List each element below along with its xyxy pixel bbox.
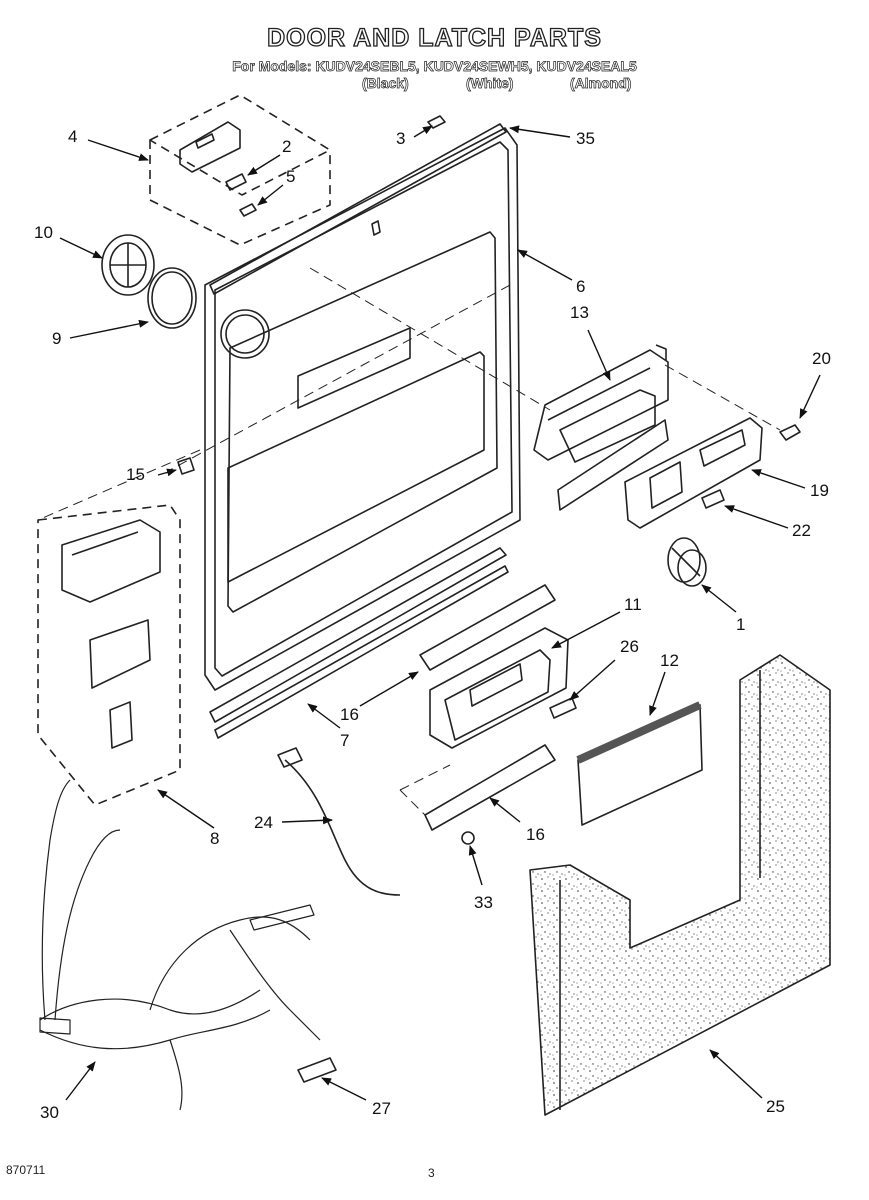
arrow-25 <box>709 1049 763 1099</box>
arrow-5 <box>257 184 284 206</box>
callout-33: 33 <box>474 893 493 912</box>
callout-arrows <box>59 125 821 1101</box>
arrow-27 <box>321 1077 367 1101</box>
arrow-12 <box>649 671 666 716</box>
callout-35: 35 <box>576 129 595 148</box>
panel-screw <box>779 424 801 441</box>
arrow-16a <box>359 671 419 707</box>
arrow-33 <box>468 845 483 886</box>
control-panel <box>624 417 763 529</box>
callout-10: 10 <box>34 223 53 242</box>
arrow-22 <box>724 505 789 529</box>
color-white: (White) <box>466 75 514 92</box>
arrow-35 <box>509 125 571 138</box>
latch-handle-top <box>419 584 556 671</box>
callout-26: 26 <box>620 637 639 656</box>
wire-harness-small <box>277 747 401 896</box>
assembly-leader-lines <box>37 267 781 816</box>
callout-12: 12 <box>660 651 679 670</box>
callout-16a: 16 <box>340 705 359 724</box>
latch-clip <box>225 173 247 191</box>
latch-handle-bottom <box>424 744 556 831</box>
callout-25: 25 <box>766 1097 785 1116</box>
callout-5: 5 <box>286 167 296 186</box>
page-title: DOOR AND LATCH PARTS <box>266 23 602 52</box>
control-knob <box>667 537 707 587</box>
arrow-8 <box>157 789 215 829</box>
inner-door-panel <box>204 127 521 691</box>
page-number: 3 <box>428 1166 435 1180</box>
vent-gasket <box>147 267 197 329</box>
handle-screw <box>461 831 475 845</box>
callout-2: 2 <box>282 137 292 156</box>
connector-27 <box>297 1057 337 1083</box>
callout-13: 13 <box>570 303 589 322</box>
bottom-door-strip <box>209 547 509 739</box>
arrow-26 <box>569 659 616 701</box>
main-wire-harness <box>39 779 321 1111</box>
document-number: 870711 <box>6 1163 46 1177</box>
latch-bracket <box>179 121 241 173</box>
callout-6: 6 <box>576 277 586 296</box>
control-panel-clip <box>701 489 725 509</box>
callout-20: 20 <box>812 349 831 368</box>
latch-screw <box>239 203 257 217</box>
callout-22: 22 <box>792 521 811 540</box>
arrow-6 <box>517 249 573 281</box>
latch-assembly <box>429 627 569 749</box>
arrow-19 <box>751 469 806 489</box>
arrow-10 <box>59 237 103 259</box>
door-insulation-strip <box>576 701 703 826</box>
arrow-9 <box>69 319 149 339</box>
arrow-1 <box>701 584 737 613</box>
callout-9: 9 <box>52 329 62 348</box>
arrow-2 <box>247 154 281 176</box>
top-door-strip <box>209 123 507 295</box>
dispenser-housing <box>61 519 161 749</box>
callout-3: 3 <box>396 129 406 148</box>
callout-11: 11 <box>624 595 642 614</box>
latch-small-clip <box>549 697 577 719</box>
callout-24: 24 <box>254 813 273 832</box>
callout-30: 30 <box>40 1103 59 1122</box>
models-line: For Models: KUDV24SEBL5, KUDV24SEWH5, KU… <box>232 58 637 75</box>
callout-19: 19 <box>810 481 829 500</box>
arrow-16b <box>489 797 521 823</box>
callout-8: 8 <box>210 829 220 848</box>
color-almond: (Almond) <box>570 75 632 92</box>
arrow-20 <box>799 374 821 419</box>
arrow-3 <box>413 125 433 138</box>
arrow-30 <box>65 1061 96 1101</box>
arrow-24 <box>281 816 333 825</box>
vent-grill <box>101 234 155 296</box>
callout-4: 4 <box>68 127 78 146</box>
arrow-11 <box>551 611 621 649</box>
callout-1: 1 <box>736 615 746 634</box>
callout-27: 27 <box>372 1099 391 1118</box>
callout-15: 15 <box>126 465 145 484</box>
callout-16b: 16 <box>526 825 545 844</box>
door-insulation <box>529 654 831 1116</box>
dispenser-latch-clip <box>177 457 195 475</box>
latch-kit-box <box>149 94 331 246</box>
arrow-7 <box>307 703 341 729</box>
arrow-13 <box>587 329 611 381</box>
dispenser-kit-box <box>37 504 181 806</box>
arrow-4 <box>87 139 149 161</box>
arrow-15 <box>157 468 177 477</box>
control-bracket <box>533 344 669 511</box>
color-black: (Black) <box>362 75 409 92</box>
callout-7: 7 <box>340 731 350 750</box>
